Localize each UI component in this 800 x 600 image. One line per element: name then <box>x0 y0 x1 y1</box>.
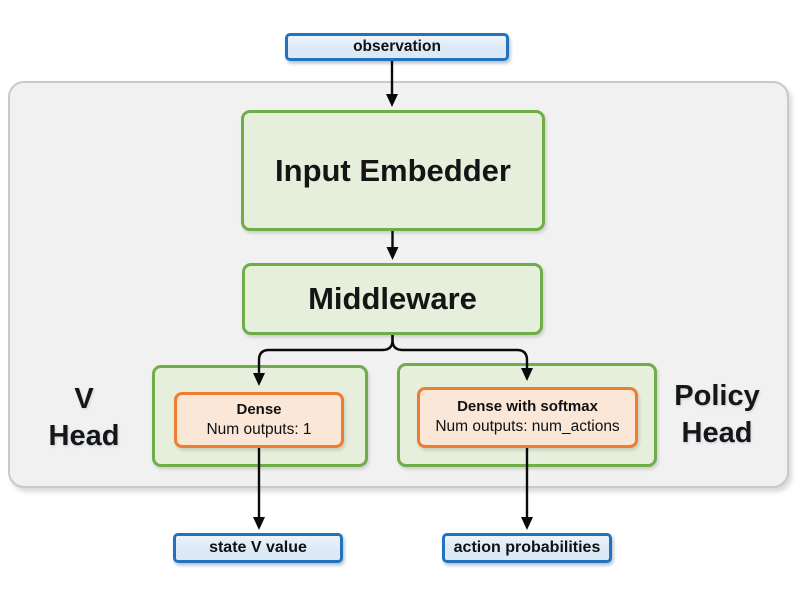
state-v-value-label: state V value <box>209 539 307 556</box>
v-dense-title: Dense <box>236 400 282 418</box>
policy-dense-title: Dense with softmax <box>457 398 598 416</box>
policy-head-label: Policy Head <box>674 380 760 449</box>
action-probabilities-label: action probabilities <box>453 539 601 556</box>
state-v-value-node: state V value <box>173 533 343 563</box>
input-embedder-node: Input Embedder <box>241 110 545 231</box>
policy-head-dense-node: Dense with softmax Num outputs: num_acti… <box>417 387 638 448</box>
v-head-dense-node: Dense Num outputs: 1 <box>174 392 344 448</box>
policy-dense-detail: Num outputs: num_actions <box>435 418 620 436</box>
v-head-label: V Head <box>48 383 120 452</box>
middleware-node: Middleware <box>242 263 543 335</box>
middleware-label: Middleware <box>308 281 477 316</box>
action-probabilities-node: action probabilities <box>442 533 612 563</box>
v-dense-detail: Num outputs: 1 <box>206 420 312 438</box>
observation-node: observation <box>285 33 509 61</box>
input-embedder-label: Input Embedder <box>275 152 511 188</box>
observation-label: observation <box>353 38 441 55</box>
